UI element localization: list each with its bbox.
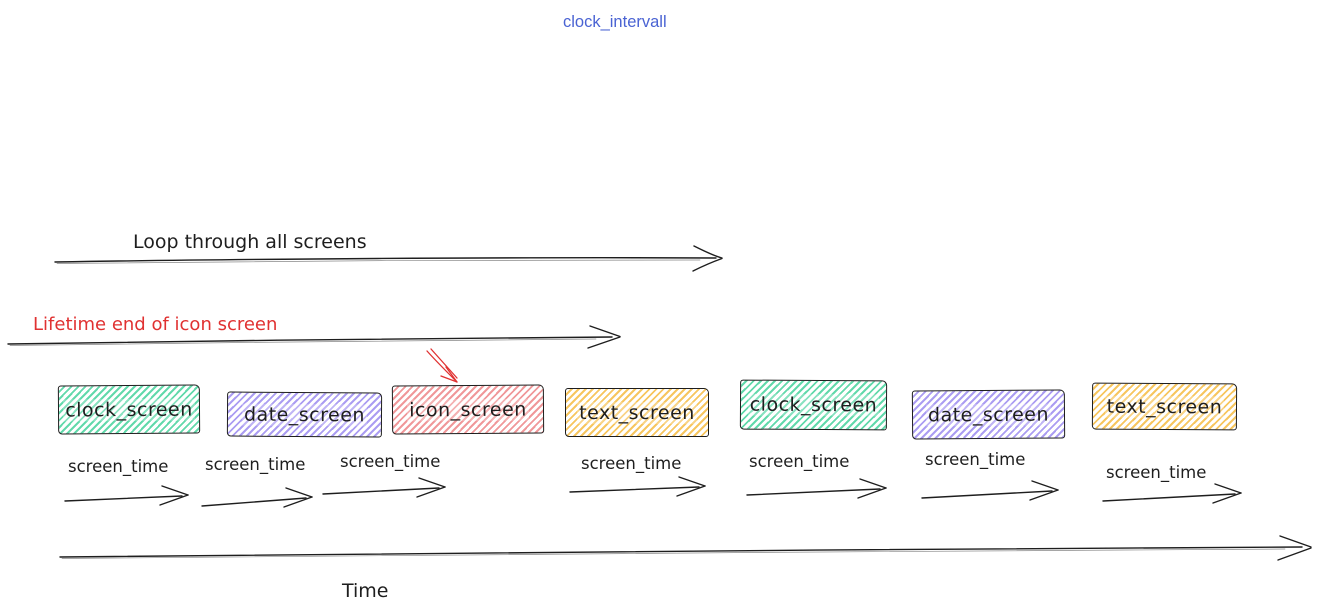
- screen-time-label-2: screen_time: [205, 455, 306, 474]
- screen-box-text-1[interactable]: text_screen: [565, 388, 709, 437]
- time-axis-label[interactable]: Time: [342, 580, 389, 602]
- screen-time-label-3: screen_time: [340, 452, 441, 471]
- screen-time-arrow-5[interactable]: [746, 478, 887, 499]
- frame-title[interactable]: clock_intervall: [563, 13, 667, 31]
- screen-time-arrow-2[interactable]: [201, 487, 313, 508]
- screen-box-label: icon_screen: [407, 398, 529, 421]
- lifetime-arrow-label[interactable]: Lifetime end of icon screen: [33, 314, 278, 335]
- screen-box-label: date_screen: [925, 403, 1052, 426]
- screen-box-text-2[interactable]: text_screen: [1091, 382, 1238, 431]
- screen-time-label-4: screen_time: [581, 454, 682, 473]
- loop-arrow-label[interactable]: Loop through all screens: [133, 231, 367, 253]
- screen-time-label-7: screen_time: [1106, 463, 1207, 482]
- screen-time-arrow-4[interactable]: [569, 476, 706, 497]
- screen-box-clock-1[interactable]: clock_screen: [57, 384, 201, 435]
- screen-box-label: clock_screen: [63, 398, 195, 421]
- screen-time-arrow-7[interactable]: [1102, 483, 1242, 504]
- loop-arrow[interactable]: [54, 245, 723, 272]
- screen-time-label-6: screen_time: [925, 450, 1026, 469]
- screen-box-label: date_screen: [241, 403, 368, 426]
- screen-box-date-2[interactable]: date_screen: [911, 389, 1066, 440]
- icon-screen-pointer-arrow[interactable]: [426, 348, 458, 383]
- screen-box-date-1[interactable]: date_screen: [226, 391, 383, 438]
- screen-box-label: text_screen: [1104, 395, 1225, 418]
- screen-box-icon[interactable]: icon_screen: [391, 384, 545, 435]
- screen-time-arrow-1[interactable]: [64, 485, 189, 506]
- screen-box-clock-2[interactable]: clock_screen: [739, 379, 888, 431]
- screen-time-arrow-6[interactable]: [921, 480, 1059, 501]
- screen-box-label: clock_screen: [747, 393, 880, 417]
- lifetime-arrow[interactable]: [7, 325, 621, 349]
- screen-box-label: text_screen: [577, 401, 697, 424]
- screen-time-arrow-3[interactable]: [322, 477, 446, 498]
- screen-time-label-1: screen_time: [68, 457, 169, 476]
- screen-time-label-5: screen_time: [749, 452, 850, 471]
- time-axis-arrow[interactable]: [59, 535, 1312, 561]
